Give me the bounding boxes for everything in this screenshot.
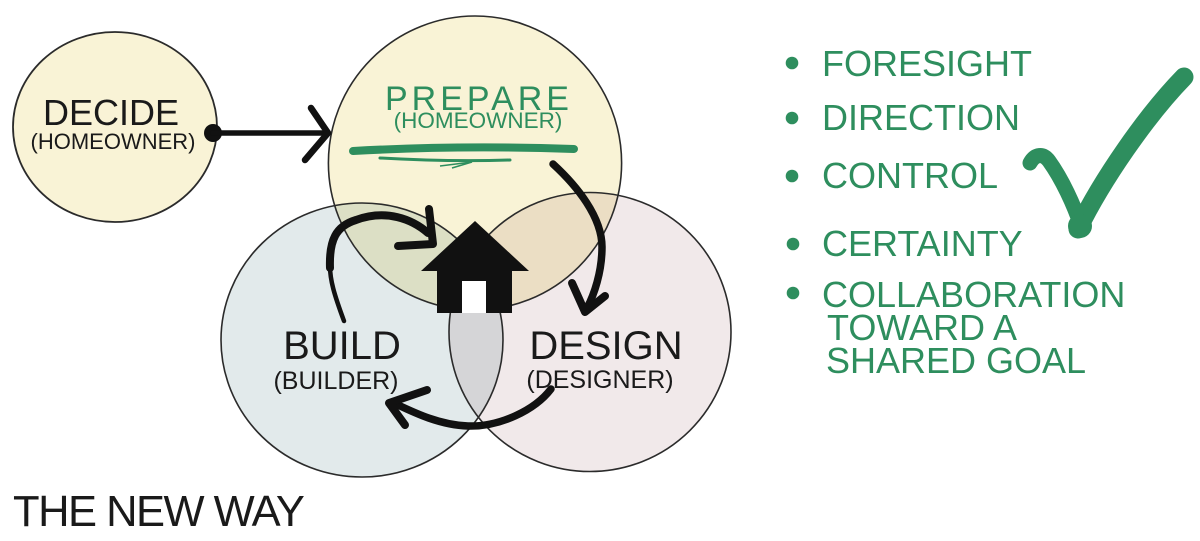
svg-text:DESIGN: DESIGN bbox=[529, 324, 682, 368]
svg-text:(HOMEOWNER): (HOMEOWNER) bbox=[31, 129, 196, 154]
svg-text:(HOMEOWNER): (HOMEOWNER) bbox=[394, 108, 563, 133]
svg-text:BUILD: BUILD bbox=[283, 324, 401, 368]
svg-text:(DESIGNER): (DESIGNER) bbox=[526, 366, 673, 394]
svg-text:CONTROL: CONTROL bbox=[822, 155, 998, 196]
svg-text:CERTAINTY: CERTAINTY bbox=[822, 223, 1023, 264]
svg-text:DIRECTION: DIRECTION bbox=[822, 97, 1020, 138]
svg-text:SHARED GOAL: SHARED GOAL bbox=[826, 340, 1086, 381]
svg-text:COLLABORATION: COLLABORATION bbox=[822, 274, 1125, 315]
svg-text:PREPARE: PREPARE bbox=[385, 80, 573, 118]
svg-text:FORESIGHT: FORESIGHT bbox=[822, 43, 1032, 84]
svg-text:DECIDE: DECIDE bbox=[43, 92, 179, 133]
svg-text:TOWARD A: TOWARD A bbox=[827, 307, 1017, 348]
svg-text:THE NEW WAY: THE NEW WAY bbox=[13, 488, 305, 536]
svg-text:(BUILDER): (BUILDER) bbox=[273, 367, 398, 395]
